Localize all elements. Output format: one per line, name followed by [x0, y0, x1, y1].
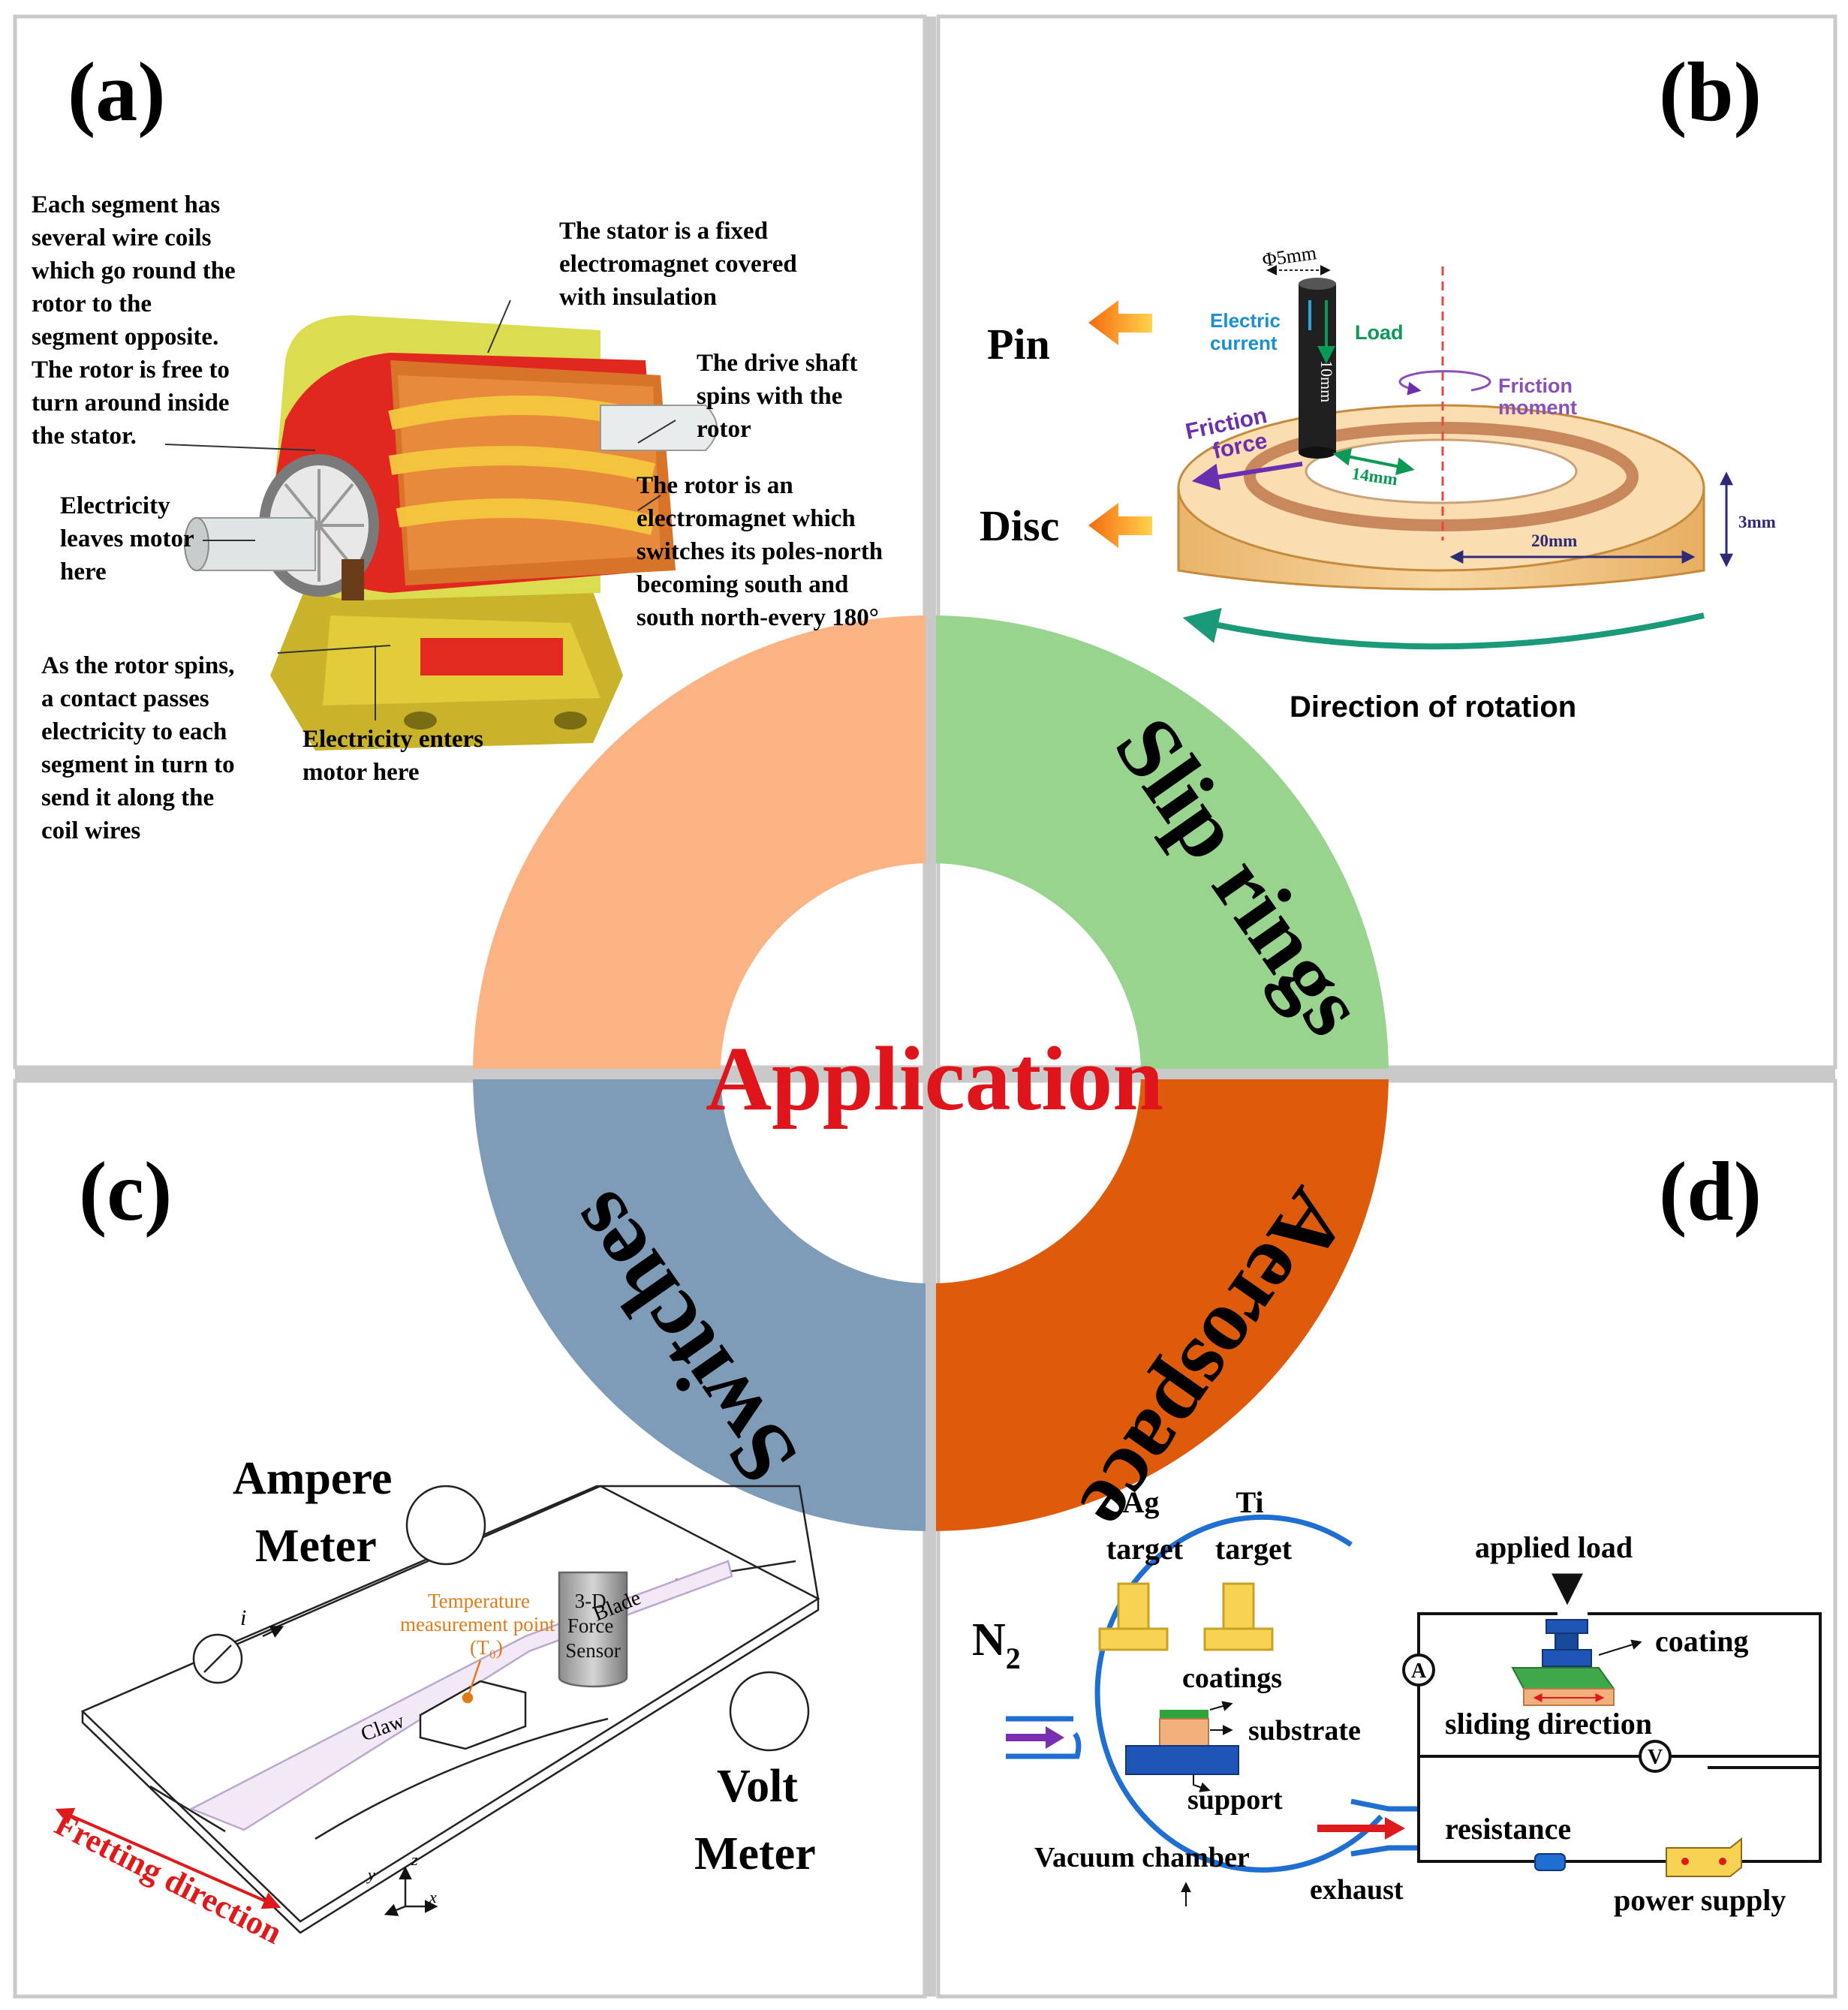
voltmeter-circle: [1639, 1740, 1672, 1773]
resistance-label: resistance: [1445, 1812, 1571, 1846]
motor-illustration: [184, 315, 718, 751]
sensor-label: 3-D Force Sensor: [565, 1590, 621, 1662]
volt-meter-circle: [729, 1671, 810, 1752]
n2-label: N2: [972, 1614, 1021, 1675]
panel-d-labels: Ag target Ti target N2 coatings substrat…: [972, 1485, 1786, 1917]
pin-label: Pin: [987, 320, 1050, 369]
label-a: (a): [68, 46, 166, 139]
exhaust-label: exhaust: [1310, 1874, 1404, 1906]
axis-x: x: [429, 1888, 437, 1906]
ag-target: [1117, 1582, 1150, 1630]
note-shaft: The drive shaft spins with the rotor: [697, 350, 864, 443]
label-b: (b): [1659, 46, 1762, 139]
panel-a-notes: Each segment has several wire coils whic…: [32, 191, 889, 844]
vacuum-chamber: [1006, 1514, 1419, 1906]
sector-switches: [473, 1073, 931, 1531]
axis-y: y: [366, 1865, 375, 1884]
electric-current-label: Electric current: [1210, 309, 1286, 354]
disc-label: Disc: [980, 501, 1059, 550]
tribometer-circuit: [1402, 1573, 1822, 1877]
applied-load-label: applied load: [1475, 1530, 1633, 1564]
coatings-label: coatings: [1182, 1662, 1282, 1694]
coating-label: coating: [1655, 1624, 1748, 1658]
friction-moment-label: Friction moment: [1498, 375, 1579, 419]
note-stator: The stator is a fixed electromagnet cove…: [559, 218, 803, 311]
voltmeter-label: V: [1648, 1746, 1663, 1769]
note-enters: Electricity enters motor here: [302, 726, 489, 786]
axis-z: z: [411, 1850, 418, 1869]
label-c: (c): [79, 1145, 172, 1238]
diameter-label: Φ5mm: [1261, 242, 1318, 271]
sector-top-left: [473, 615, 931, 1073]
substrate-label: substrate: [1248, 1715, 1361, 1747]
panel-labels: (a) (b) (c) (d): [68, 46, 1762, 1238]
note-contact: As the rotor spins, a contact passes ele…: [41, 652, 241, 844]
pin-on-disc: [1088, 265, 1733, 650]
load-label: Load: [1355, 321, 1404, 344]
motor-callout-lines: [164, 299, 676, 721]
rotation-label: Direction of rotation: [1290, 691, 1576, 724]
ampere-meter-circle: [405, 1485, 486, 1566]
note-segment: Each segment has several wire coils whic…: [32, 191, 242, 450]
volt-meter-label: Volt Meter: [694, 1761, 816, 1879]
ammeter-label: A: [1411, 1659, 1427, 1683]
ti-target-label: Ti target: [1215, 1485, 1293, 1566]
sliding-direction-label: sliding direction: [1445, 1707, 1652, 1741]
ag-target-label: Ag target: [1106, 1485, 1184, 1566]
ammeter-circle: [1402, 1653, 1435, 1687]
outer-radius-label: 20mm: [1531, 531, 1577, 550]
note-leaves: Electricity leaves motor here: [60, 492, 200, 585]
ti-target: [1222, 1582, 1255, 1630]
pin-length-label: 10mm: [1317, 360, 1336, 402]
application-title: Application: [706, 1028, 1163, 1130]
temperature-label: Temperature measurement point (T₀): [400, 1590, 560, 1659]
switch-rig: [55, 1485, 820, 1934]
sector-aerospace: [931, 1073, 1389, 1531]
current-symbol: i: [240, 1605, 246, 1630]
label-d: (d): [1659, 1145, 1762, 1238]
note-rotor: The rotor is an electromagnet which swit…: [637, 472, 889, 631]
vacuum-chamber-label: Vacuum chamber: [1034, 1842, 1250, 1873]
thickness-label: 3mm: [1738, 513, 1776, 531]
power-supply-label: power supply: [1614, 1883, 1786, 1917]
ampere-meter-label: Ampere Meter: [233, 1453, 404, 1572]
sector-slip-rings: [931, 615, 1389, 1073]
support-label: support: [1187, 1784, 1283, 1816]
